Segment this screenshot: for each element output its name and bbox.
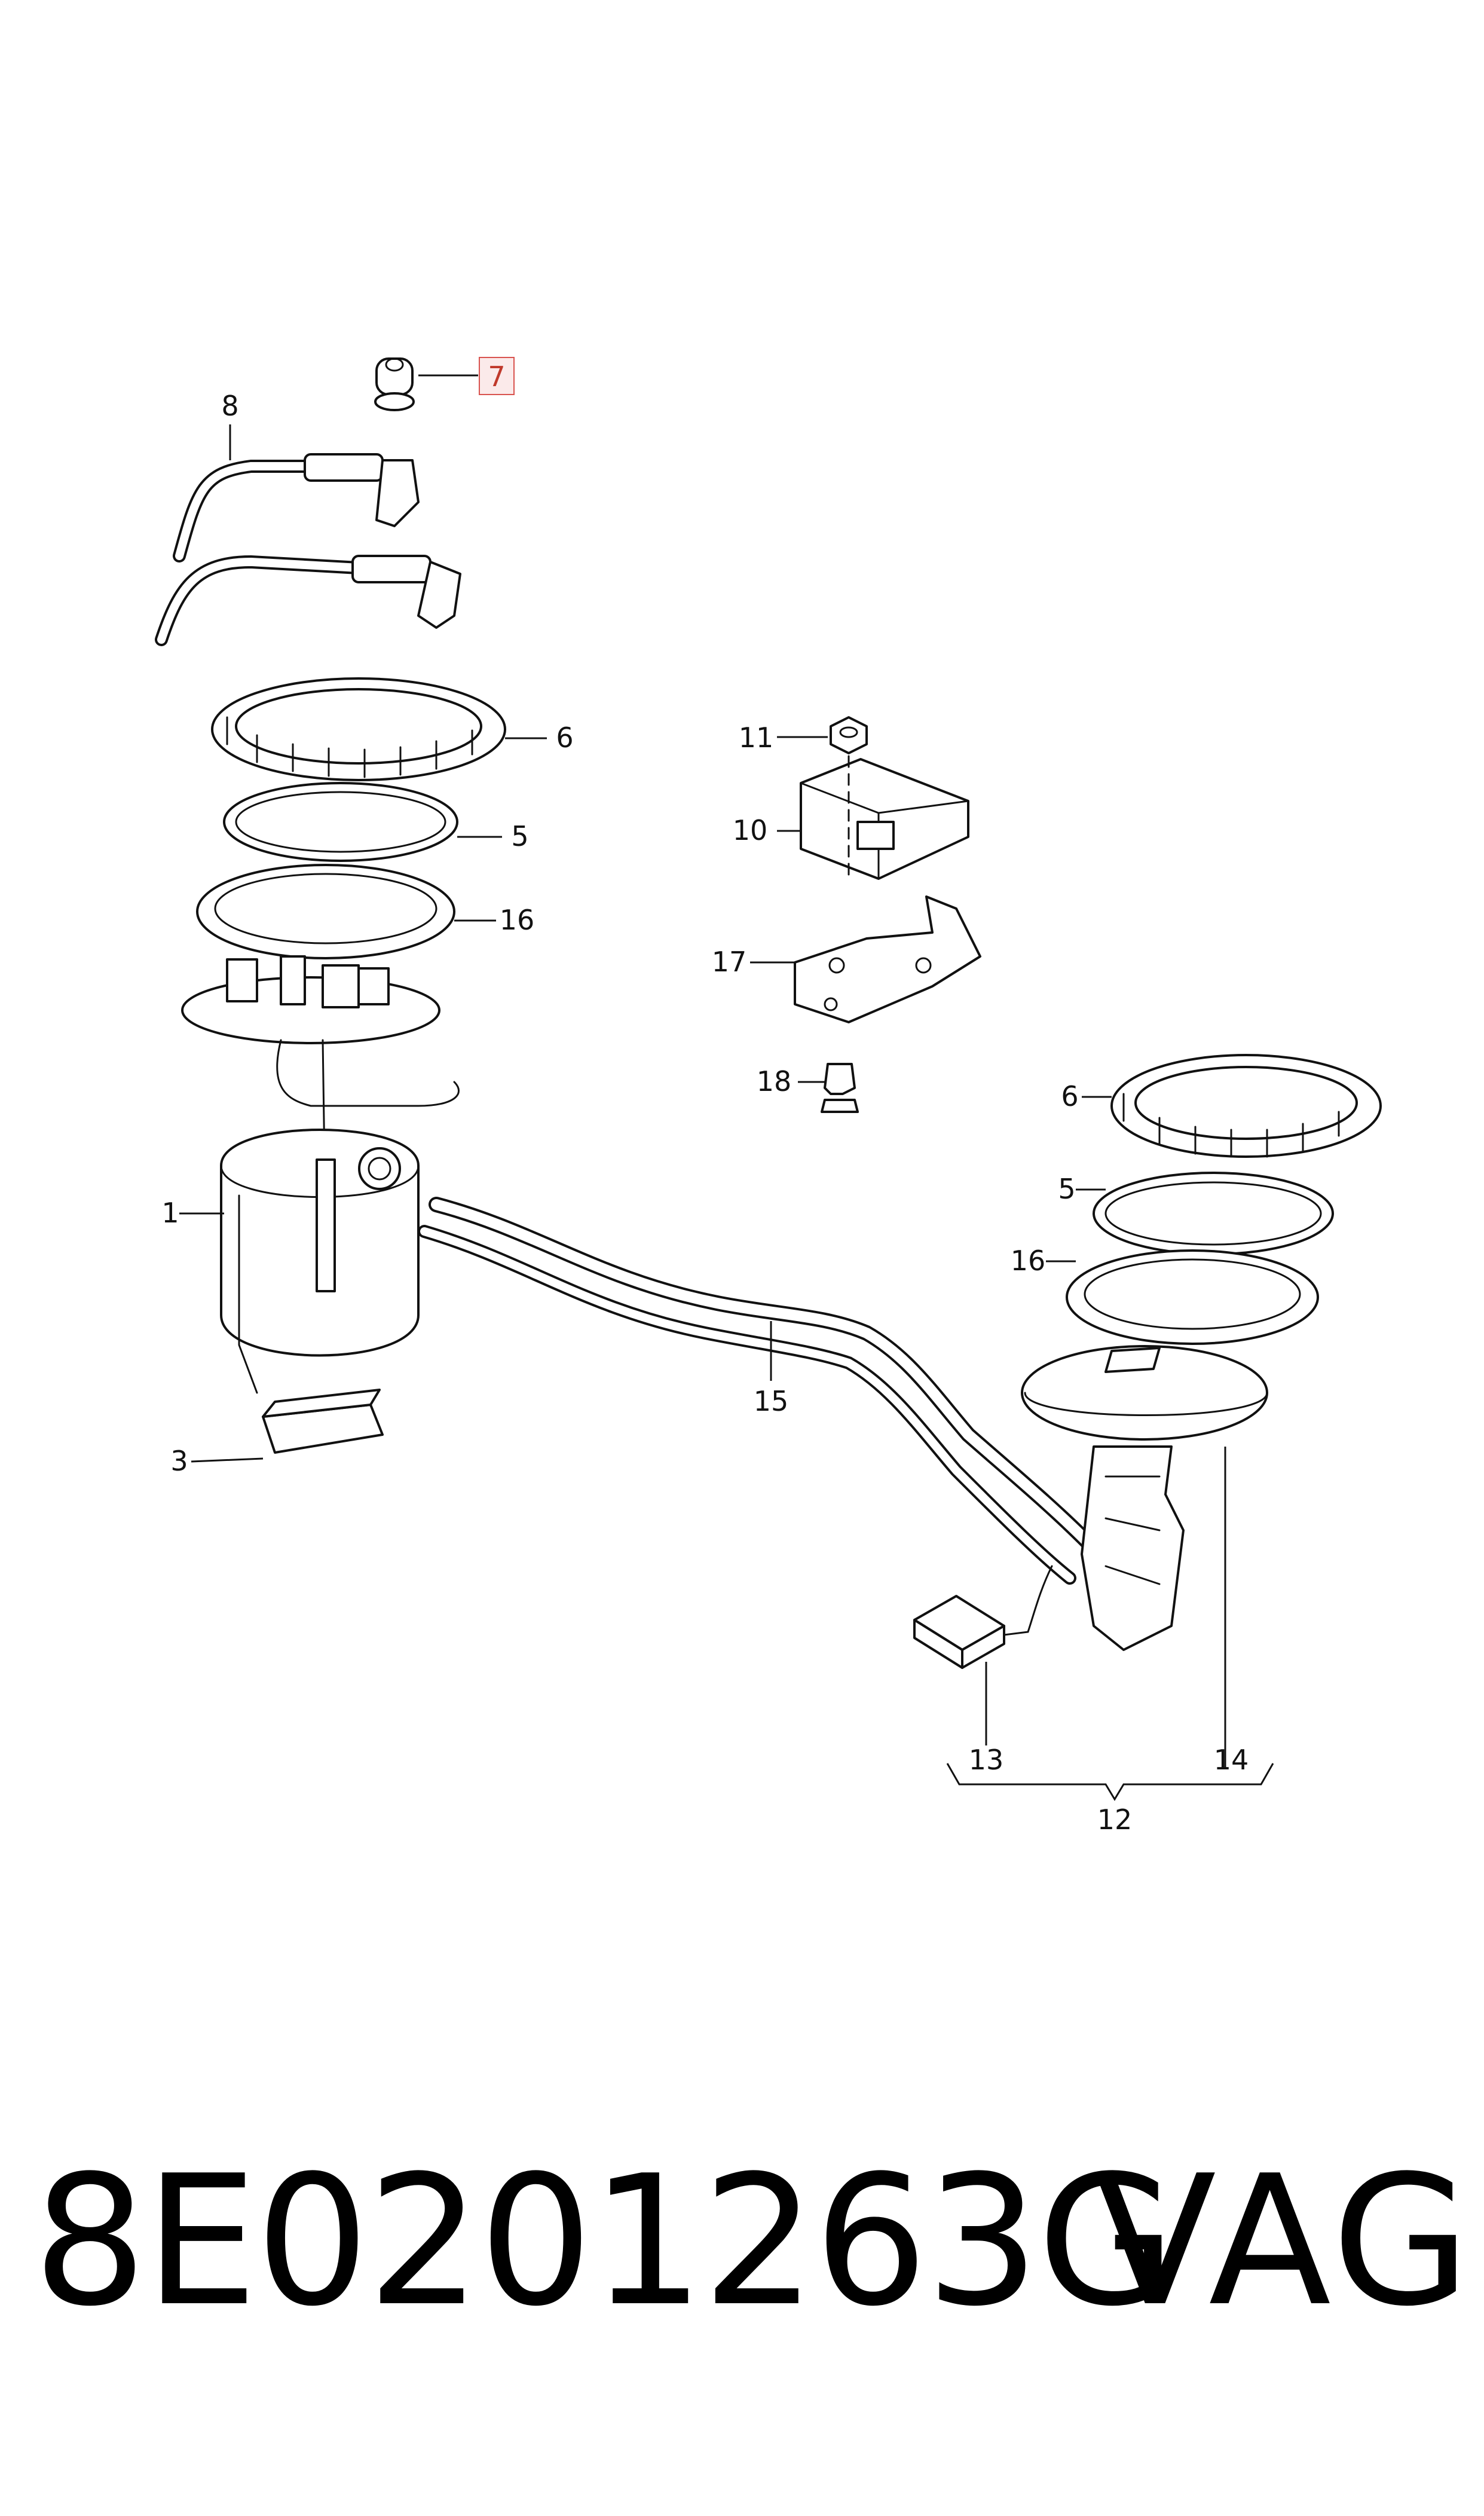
part-16-gasket-right: 16 [1011, 1245, 1319, 1345]
callout-6-right: 6 [1061, 1080, 1078, 1112]
callout-16-right: 16 [1011, 1245, 1046, 1277]
callout-17: 17 [712, 946, 747, 978]
callout-13: 13 [969, 1744, 1004, 1776]
part-15-wiring-harness: 15 [418, 1197, 1096, 1585]
part-14-sender-flange: 14 [1021, 1345, 1268, 1776]
callout-12: 12 [1097, 1803, 1133, 1836]
part-17-bracket: 17 [712, 895, 981, 1023]
callout-18: 18 [757, 1065, 792, 1097]
callout-3: 3 [170, 1445, 188, 1477]
exploded-parts-diagram: 7 8 6 5 16 [155, 357, 1382, 1836]
callout-5-left: 5 [511, 820, 528, 852]
callout-1: 1 [161, 1197, 179, 1229]
callout-8: 8 [221, 390, 238, 422]
part-3-float: 3 [170, 1389, 384, 1477]
callout-16-left: 16 [500, 904, 535, 936]
part-11-nut: 11 [739, 716, 868, 754]
part-1-fuel-pump-module: 1 [161, 955, 460, 1394]
callout-5-right: 5 [1058, 1173, 1075, 1205]
part-number: 8E0201263G [33, 2137, 1176, 2346]
part-7-cap: 7 [374, 357, 515, 411]
part-6-locking-ring-left: 6 [211, 677, 574, 781]
part-5-seal-right: 5 [1058, 1172, 1334, 1255]
part-10-control-unit: 10 [733, 755, 969, 880]
part-16-gasket-left: 16 [196, 864, 535, 959]
brand-label: VAG [1094, 2137, 1474, 2346]
callout-14: 14 [1214, 1744, 1249, 1776]
callout-10: 10 [733, 814, 768, 846]
callout-6-left: 6 [556, 722, 573, 754]
callout-11: 11 [739, 722, 774, 754]
part-5-seal-left: 5 [223, 782, 529, 862]
callout-7: 7 [488, 360, 505, 393]
part-6-locking-ring-right: 6 [1061, 1054, 1382, 1158]
part-8-hoses: 8 [155, 390, 461, 646]
callout-15: 15 [754, 1385, 789, 1417]
part-13-float: 13 [913, 1565, 1053, 1776]
part-18-bolt: 18 [757, 1063, 859, 1113]
part-12-group-bracket: 12 [946, 1763, 1274, 1836]
